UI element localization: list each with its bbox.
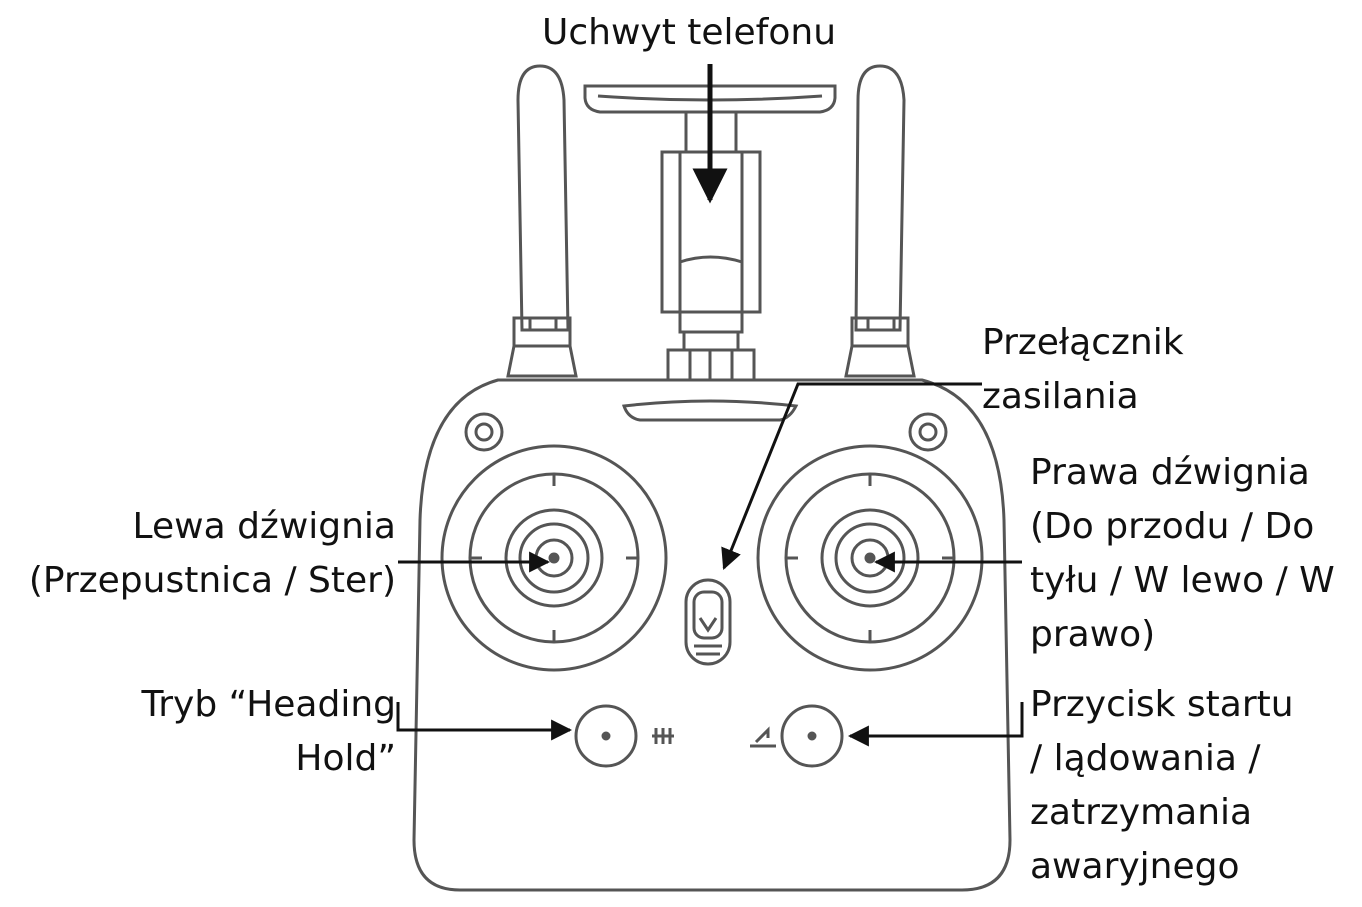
left-stick-label: Lewa dźwignia (Przepustnica / Ster) [6,500,396,608]
right-stick-label: Prawa dźwignia (Do przodu / Do tyłu / W … [1030,446,1335,662]
takeoff-landing-line-4: awaryjnego [1030,846,1240,887]
left-stick [440,444,668,672]
top-slot [621,399,799,422]
takeoff-landing-line-3: zatrzymania [1030,792,1253,833]
left-stick-line-1: Lewa dźwignia [132,506,396,547]
left-corner-button [464,412,504,452]
heading-hold-line-2: Hold” [295,738,396,779]
takeoff-landing-icon [750,726,776,748]
heading-hold-button [574,704,638,768]
phone-holder-text: Uchwyt telefonu [542,12,837,53]
heading-hold-line-1: Tryb “Heading [141,684,396,725]
right-stick [756,444,984,672]
power-switch-arrow [721,382,982,570]
right-antenna [844,64,916,378]
right-corner-button [908,412,948,452]
takeoff-landing-button [780,704,844,768]
power-switch-line-2: zasilania [982,376,1139,417]
takeoff-landing-label: Przycisk startu / lądowania / zatrzymani… [1030,678,1294,894]
heading-hold-arrow [396,702,573,741]
phone-holder-label: Uchwyt telefonu [542,6,836,60]
right-stick-line-4: prawo) [1030,614,1156,655]
right-stick-line-3: tyłu / W lewo / W [1030,560,1335,601]
power-switch-line-1: Przełącznik [982,322,1184,363]
takeoff-landing-line-2: / lądowania / [1030,738,1261,779]
controller-body [412,378,1012,892]
takeoff-landing-arrow [847,702,1024,747]
right-stick-line-2: (Do przodu / Do [1030,506,1315,547]
heading-hold-label: Tryb “Heading Hold” [6,678,396,786]
power-switch [684,578,732,666]
takeoff-landing-line-1: Przycisk startu [1030,684,1294,725]
heading-hold-icon [652,728,674,744]
right-stick-line-1: Prawa dźwignia [1030,452,1310,493]
left-antenna [506,64,578,378]
left-stick-line-2: (Przepustnica / Ster) [28,560,396,601]
power-switch-label: Przełącznik zasilania [982,316,1184,424]
